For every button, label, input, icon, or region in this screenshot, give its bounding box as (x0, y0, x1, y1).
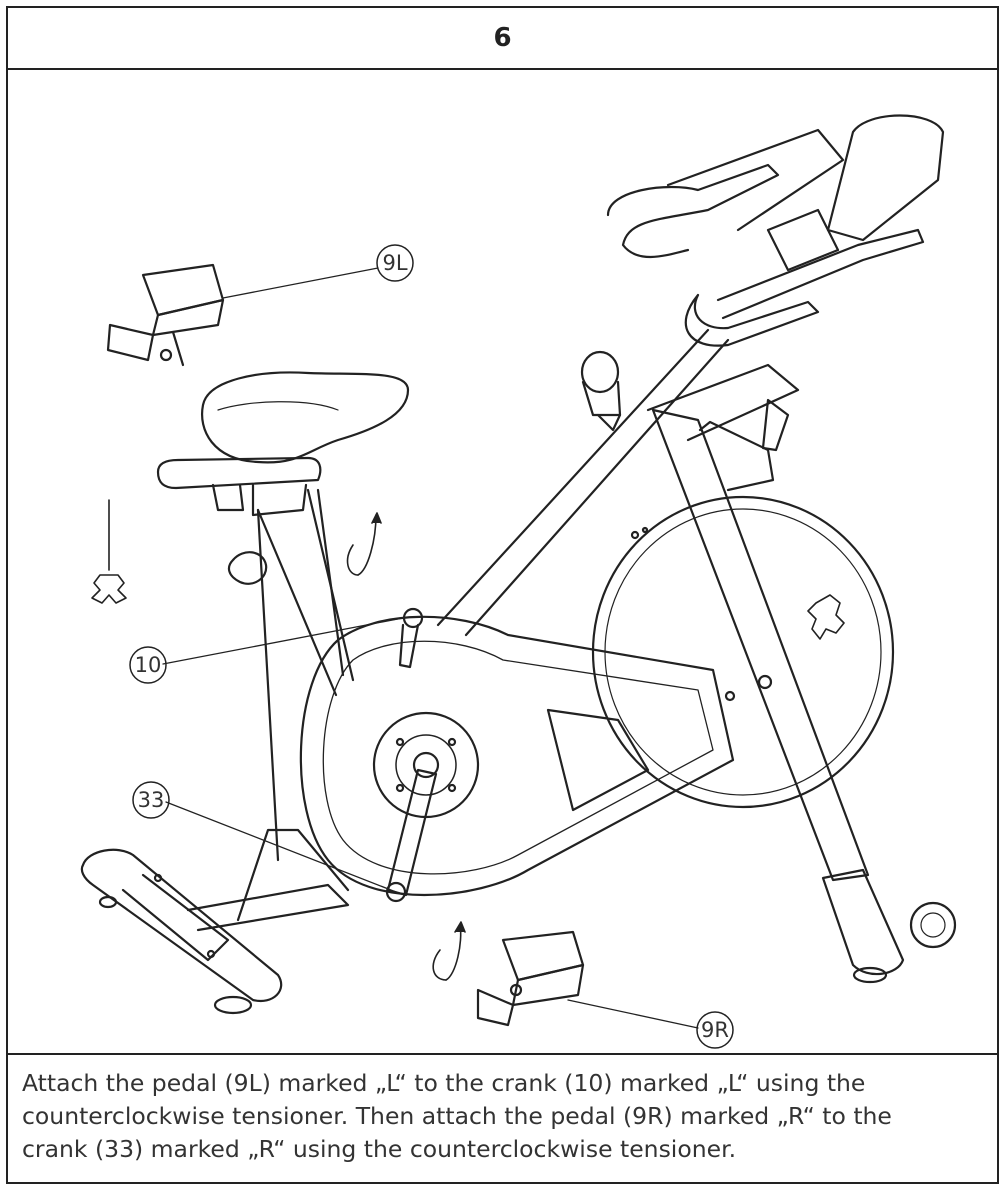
crank-arms (385, 607, 438, 903)
callout-leaders (162, 267, 699, 1029)
callout-label-pedal-left: 9L (382, 251, 407, 275)
callout-label-crank-right: 33 (138, 788, 165, 812)
instruction-line: crank (33) marked „R“ using the counterc… (22, 1135, 737, 1163)
pedal-right (476, 930, 585, 1027)
chain-guard (299, 615, 735, 897)
callout-circle-9r (696, 1011, 734, 1049)
callout-label-crank-left: 10 (135, 653, 162, 677)
step-number: 6 (8, 8, 997, 70)
callout-circle-9l (376, 244, 414, 282)
front-stabilizer (80, 828, 350, 1015)
assembly-step-panel: 6 (6, 6, 999, 1184)
counterclockwise-arrow-icon (346, 512, 382, 576)
callout-label-pedal-right: 9R (701, 1018, 729, 1042)
callout-circle-10 (129, 646, 167, 684)
handlebar (606, 114, 945, 452)
resistance-knob (580, 350, 622, 432)
main-frame (436, 328, 870, 882)
allen-key-icon (91, 499, 127, 604)
exploded-view-illustration: 9L 10 33 9R (8, 70, 997, 1055)
counterclockwise-arrow-icon (432, 921, 466, 981)
callout-circle-33 (132, 781, 170, 819)
instruction-line: Attach the pedal (9L) marked „L“ to the … (22, 1069, 866, 1097)
pedal-left (106, 263, 225, 367)
seat-assembly (156, 371, 410, 862)
instruction-line: counterclockwise tensioner. Then attach … (22, 1102, 892, 1130)
rear-stabilizer (821, 868, 957, 984)
instruction-text: Attach the pedal (9L) marked „L“ to the … (8, 1055, 997, 1184)
